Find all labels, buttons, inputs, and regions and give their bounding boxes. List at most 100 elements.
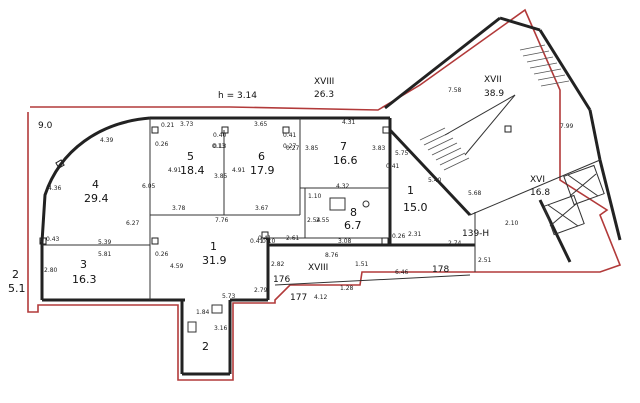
sanitary-fixtures (187, 197, 370, 333)
dim-label: 5.81 (98, 251, 112, 258)
zone-xvii-code: XVII (484, 75, 502, 85)
dim-label: 3.16 (214, 325, 228, 332)
dim-label: 3.65 (254, 121, 268, 128)
room-area: 31.9 (202, 254, 227, 267)
zone-xviii-code: XVIII (308, 263, 328, 273)
zone-xvii-area: 38.9 (484, 89, 504, 99)
room-1-hall: 1 15.0 (403, 184, 428, 214)
stairs (419, 44, 570, 171)
dim-label: 4.31 (342, 119, 356, 126)
room-number: 7 (340, 140, 347, 153)
dim-label: 0.27 (286, 145, 300, 152)
room-6: 6 17.9 (250, 150, 275, 177)
dim-label: 0.41 (258, 235, 272, 242)
code-139: 139-H (462, 229, 489, 239)
room-5: 5 18.4 (180, 150, 205, 177)
dim-label: 3.78 (172, 205, 186, 212)
dim-label: 6.27 (126, 220, 140, 227)
height-label: h = 3.14 (218, 91, 257, 101)
dim-label: 0.10 (262, 238, 276, 245)
dim-label: 3.67 (255, 205, 269, 212)
dim-label: 6.46 (395, 269, 409, 276)
room-area: 15.0 (403, 201, 428, 214)
dim-label: 0.21 (161, 122, 175, 129)
room-area: 29.4 (84, 192, 109, 205)
dim-label: 0.41 (250, 238, 264, 245)
dim-label: 0.26 (392, 233, 406, 240)
room-number: 5 (187, 150, 194, 163)
corridor-top-area: 26.3 (314, 90, 334, 100)
columns (39, 125, 512, 245)
dim-label: 4.36 (48, 185, 62, 192)
room-area: 16.3 (72, 273, 97, 286)
room-number: 4 (92, 178, 99, 191)
dimension-labels: 0.21 3.73 0.40 0.13 3.65 0.41 0.27 4.31 … (44, 87, 574, 332)
dim-label: 0.27 (283, 143, 297, 150)
corner-left-label: 9.0 (38, 121, 53, 131)
room-area: 5.1 (8, 282, 26, 295)
dim-label: 3.85 (214, 173, 228, 180)
label-178: 178 (432, 265, 449, 275)
room-number: 6 (258, 150, 265, 163)
dim-label: 2.54 (307, 217, 321, 224)
elevator-shafts (543, 164, 605, 236)
dim-label: 1.10 (308, 193, 322, 200)
dim-label: 3.08 (338, 238, 352, 245)
dim-label: 0.41 (386, 163, 400, 170)
label-177: 177 (290, 293, 307, 303)
room-1: 1 31.9 (202, 240, 227, 267)
room-area: 16.6 (333, 154, 358, 167)
dim-label: 0.43 (46, 236, 60, 243)
zone-xvi-area: 16.8 (530, 188, 550, 198)
room-number: 2 (12, 268, 19, 281)
room-number: 2 (202, 340, 209, 353)
label-176: 176 (273, 275, 290, 285)
dim-label: 0.41 (283, 132, 297, 139)
dim-label: 5.40 (428, 177, 442, 184)
outer-boundary (27, 8, 622, 381)
dim-label: 2.55 (316, 217, 330, 224)
dim-label: 5.73 (222, 293, 236, 300)
room-number: 3 (80, 258, 87, 271)
dim-label: 4.91 (168, 167, 182, 174)
room-4: 4 29.4 (84, 178, 109, 205)
main-walls (40, 16, 622, 376)
dim-label: 3.83 (372, 145, 386, 152)
dim-label: 5.75 (395, 150, 409, 157)
room-area: 17.9 (250, 164, 275, 177)
dim-label: 5.39 (98, 239, 112, 246)
dim-label: 2.10 (505, 220, 519, 227)
dim-label: 2.74 (448, 240, 462, 247)
dim-label: 4.91 (232, 167, 246, 174)
dim-label: 0.26 (155, 251, 169, 258)
room-number: 1 (407, 184, 414, 197)
room-8: 8 6.7 (344, 206, 362, 232)
dim-label: 4.12 (314, 294, 328, 301)
dim-label: 0.13 (213, 143, 227, 150)
dim-label: 1.84 (196, 309, 210, 316)
dim-label: 2.79 (254, 287, 268, 294)
corridor-top-code: XVIII (314, 77, 334, 87)
dim-label: 7.99 (560, 123, 574, 130)
dim-label: 0.40 (213, 132, 227, 139)
dim-label: 7.76 (215, 217, 229, 224)
dim-label: 0.26 (155, 141, 169, 148)
dim-label: 6.05 (142, 183, 156, 190)
room-area: 6.7 (344, 219, 362, 232)
room-3: 3 16.3 (72, 258, 97, 286)
dim-label: 2.82 (271, 261, 285, 268)
dim-label: 3.73 (180, 121, 194, 128)
room-number: 1 (210, 240, 217, 253)
room-7: 7 16.6 (333, 140, 358, 167)
dim-label: 1.28 (340, 285, 354, 292)
room-2-left: 2 5.1 (8, 268, 26, 295)
room-area: 18.4 (180, 164, 205, 177)
dim-label: 8.76 (325, 252, 339, 259)
dim-label: 2.31 (408, 231, 422, 238)
dim-label: 3.85 (305, 145, 319, 152)
room-2-wc: 2 (202, 340, 209, 353)
dim-label: 4.39 (100, 137, 114, 144)
dim-label: 4.59 (170, 263, 184, 270)
room-number: 8 (350, 206, 357, 219)
